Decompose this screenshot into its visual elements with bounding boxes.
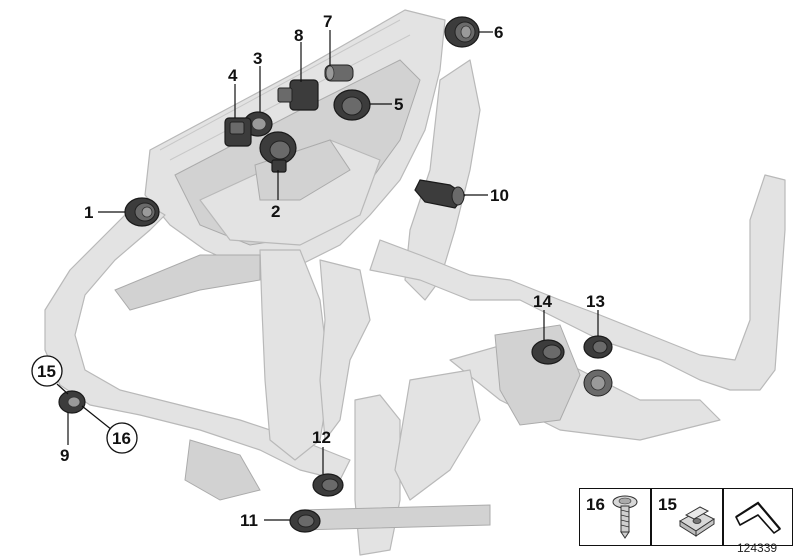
dashboard-housing [144,9,446,271]
part-14-connector [531,339,613,397]
callout-2: 2 [271,202,280,221]
part-12-connector [312,473,344,497]
callout-15-circled: 15 [31,355,63,387]
clip-nut-icon [679,506,715,537]
callout-5: 5 [394,95,403,114]
legend-item-15: 15 [651,488,723,546]
part-11-connector [289,509,321,533]
callout-16-circled: 16 [106,422,138,454]
callout-1: 1 [84,203,93,222]
callout-11: 11 [240,511,258,530]
part-9-connector [58,390,86,414]
left-duct-loop [44,199,351,501]
legend-label-16: 16 [586,495,605,514]
callout-10: 10 [490,186,509,205]
part-10-clamp [414,179,466,209]
legend-label-15: 15 [658,495,677,514]
callout-4: 4 [228,66,238,85]
callout-14: 14 [533,292,552,311]
part-8-actuator [277,79,319,111]
part-4-actuator [224,117,252,147]
part-5-actuator [333,89,371,121]
part-6-vent-connector [444,16,480,48]
center-duct [114,249,371,461]
callout-15: 15 [37,362,56,381]
rear-duct-assembly [299,59,786,556]
callout-6: 6 [494,23,503,42]
screw-icon [612,495,638,539]
callout-12: 12 [312,428,331,447]
part-7-sensor [324,64,354,82]
part-1-vent-connector [124,197,160,227]
reference-number: 124339 [737,541,778,555]
callout-16: 16 [112,429,131,448]
part-2-actuator [259,131,297,173]
cross-reference-icon [735,501,781,534]
part-13-connector [583,335,613,359]
callout-7: 7 [323,12,332,31]
legend-item-16: 16 [579,488,651,546]
callout-3: 3 [253,49,262,68]
callout-13: 13 [586,292,605,311]
legend-item-symbol [723,488,793,546]
leader-lines [56,30,599,521]
callout-9: 9 [60,446,69,465]
callout-8: 8 [294,26,303,45]
